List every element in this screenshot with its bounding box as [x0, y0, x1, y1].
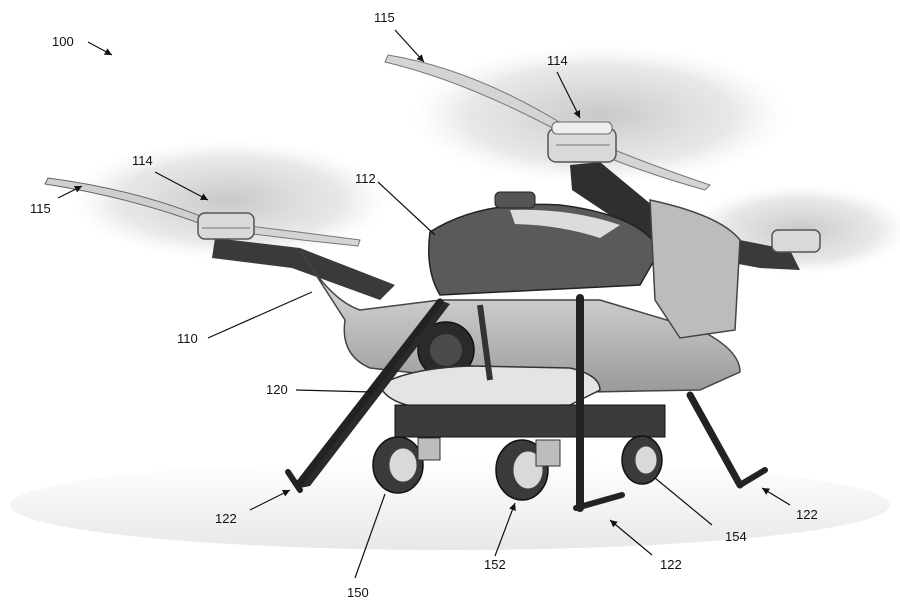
drone-fan-intake-inner: [430, 334, 462, 366]
leader-114-top: [556, 71, 581, 119]
drone-main-body: [299, 249, 741, 393]
label-motor-left: 114: [132, 153, 153, 168]
label-leg-right: 122: [796, 507, 818, 522]
label-leg-left: 122: [215, 511, 237, 526]
leader-115-left: [57, 185, 83, 199]
label-motor-top: 114: [547, 53, 568, 68]
leader-112: [377, 181, 436, 236]
payload-module: [379, 365, 601, 409]
drone-top-sensor: [494, 191, 536, 209]
drone-canopy-highlight: [510, 209, 620, 238]
leader-122-center: [609, 519, 653, 556]
motor-left: [197, 212, 255, 240]
label-body: 112: [355, 171, 376, 186]
leader-115-top: [394, 29, 425, 63]
leader-120: [295, 389, 373, 393]
leader-110: [207, 291, 313, 339]
label-leg-center: 122: [660, 557, 682, 572]
ground-shadow: [10, 460, 890, 550]
leader-100: [87, 41, 113, 56]
propeller-blur-top: [410, 45, 790, 185]
wheel-bracket-left: [417, 437, 441, 461]
arm-left: [212, 238, 395, 300]
leg-right-rod: [686, 391, 744, 489]
motor-top: [547, 121, 617, 163]
drone-side-pod: [649, 199, 741, 339]
figure-number-label: 100: [52, 34, 74, 49]
leg-front-left-foot: [285, 469, 303, 493]
leader-150: [354, 493, 386, 579]
label-propeller-left: 115: [30, 201, 51, 216]
motor-right: [771, 229, 821, 253]
label-wheel-left: 150: [347, 585, 369, 600]
wheel-bracket-center: [535, 439, 561, 467]
label-payload-module: 120: [266, 382, 288, 397]
leader-lines: [57, 29, 791, 579]
leader-154: [654, 477, 713, 526]
leg-center-foot: [573, 492, 625, 511]
wheel-center: [495, 439, 549, 501]
leader-114-left: [154, 171, 209, 201]
wheel-left: [372, 436, 424, 494]
leader-122-right: [761, 487, 791, 506]
leader-122-left: [249, 489, 291, 511]
label-arm: 110: [177, 331, 198, 346]
wheel-right: [621, 435, 663, 485]
label-wheel-center: 152: [484, 557, 506, 572]
payload-chassis: [394, 404, 666, 438]
label-wheel-right: 154: [725, 529, 747, 544]
label-propeller-top: 115: [374, 10, 395, 25]
leg-front-left-rod: [294, 298, 444, 489]
leader-152: [494, 502, 516, 557]
leg-rear-left-rod: [477, 304, 493, 381]
propeller-blur-left: [70, 140, 390, 260]
leg-right-foot: [737, 467, 768, 488]
propeller-blade-left-2: [237, 224, 361, 247]
